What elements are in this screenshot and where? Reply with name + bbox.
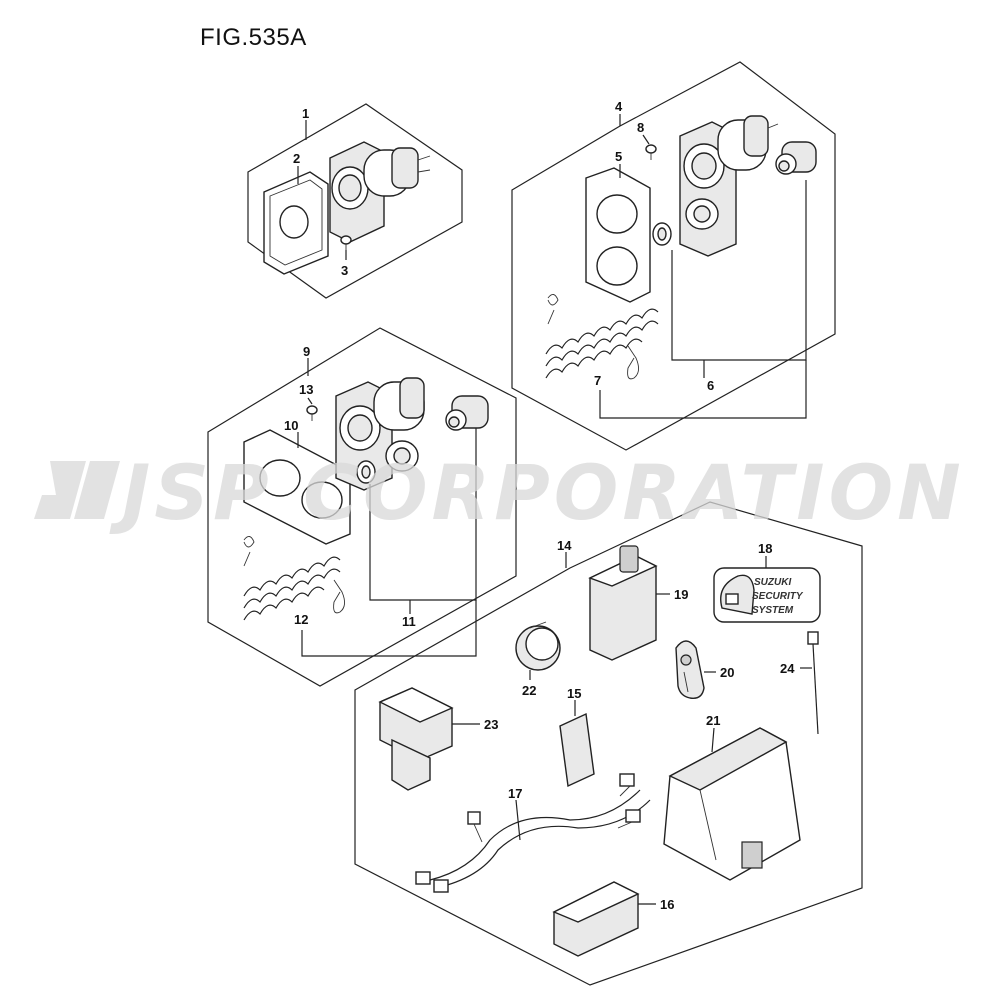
cover-16 bbox=[552, 881, 640, 957]
callout-2: 2 bbox=[293, 151, 300, 166]
callout-3: 3 bbox=[341, 263, 348, 278]
callout-8: 8 bbox=[637, 120, 644, 135]
callout-4: 4 bbox=[615, 99, 623, 114]
group-box-9 bbox=[207, 327, 517, 687]
ignition-switch-single bbox=[329, 141, 431, 243]
lanyard-cord-12 bbox=[243, 536, 345, 621]
screw-8 bbox=[645, 144, 657, 160]
group-box-1 bbox=[247, 103, 463, 299]
callout-6: 6 bbox=[707, 378, 714, 393]
callout-24: 24 bbox=[780, 661, 795, 676]
callout-11: 11 bbox=[402, 614, 416, 629]
callout-19: 19 bbox=[674, 587, 688, 602]
callout-5: 5 bbox=[615, 149, 622, 164]
stop-switch-alt bbox=[445, 395, 489, 431]
callout-23: 23 bbox=[484, 717, 498, 732]
callout-17: 17 bbox=[508, 786, 522, 801]
callout-16: 16 bbox=[660, 897, 674, 912]
callout-7: 7 bbox=[594, 373, 601, 388]
ring-alt bbox=[356, 460, 376, 484]
key-fob-20 bbox=[675, 640, 705, 699]
callout-13: 13 bbox=[299, 382, 313, 397]
ignition-switch-dual bbox=[679, 115, 779, 257]
screw-13 bbox=[306, 405, 318, 421]
callout-18: 18 bbox=[758, 541, 772, 556]
callout-21: 21 bbox=[706, 713, 720, 728]
buzzer-22 bbox=[515, 621, 561, 671]
decal-line-2: SECURITY bbox=[752, 591, 804, 602]
ring-dual bbox=[652, 222, 672, 246]
wire-harness-17 bbox=[415, 773, 651, 893]
group-box-14 bbox=[354, 501, 863, 986]
manual-card-15 bbox=[559, 712, 595, 788]
lanyard-cord-7 bbox=[545, 294, 659, 380]
callout-15: 15 bbox=[567, 686, 581, 701]
figure-title: FIG.535A bbox=[200, 24, 307, 51]
decal-text: SUZUKI SECURITY SYSTEM bbox=[752, 577, 804, 616]
cable-tie-24 bbox=[807, 631, 819, 735]
callout-9: 9 bbox=[303, 344, 310, 359]
panel-dual-5 bbox=[585, 167, 651, 303]
callout-14: 14 bbox=[557, 538, 572, 553]
screw-3 bbox=[340, 235, 352, 252]
callout-12: 12 bbox=[294, 612, 308, 627]
callout-20: 20 bbox=[720, 665, 734, 680]
decal-18 bbox=[713, 567, 821, 623]
control-unit-19 bbox=[588, 545, 658, 661]
callout-labels: 1 2 3 4 5 6 7 8 9 10 11 12 13 14 15 16 1… bbox=[284, 99, 795, 912]
leader-lines bbox=[297, 114, 812, 905]
ignition-switch-alt bbox=[335, 377, 425, 491]
panel-single bbox=[263, 171, 329, 275]
panel-dual-10 bbox=[243, 429, 351, 545]
bracket-21 bbox=[663, 727, 801, 881]
group-box-4 bbox=[511, 61, 836, 451]
callout-10: 10 bbox=[284, 418, 298, 433]
decal-line-1: SUZUKI bbox=[754, 577, 791, 588]
callout-1: 1 bbox=[302, 106, 309, 121]
callout-22: 22 bbox=[522, 683, 536, 698]
decal-line-3: SYSTEM bbox=[752, 605, 794, 616]
relay-23 bbox=[378, 687, 454, 791]
stop-switch-dual bbox=[775, 141, 817, 175]
